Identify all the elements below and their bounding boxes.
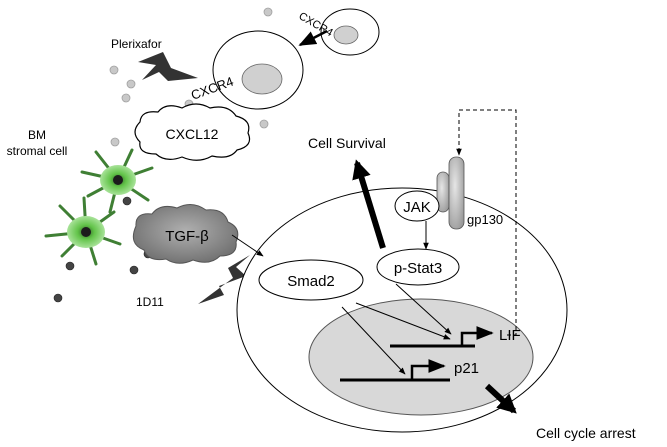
- cell-survival-arrow: [352, 159, 386, 249]
- lif-gene: [390, 326, 494, 348]
- stromal-cell-2: [44, 196, 122, 266]
- p21-label: p21: [454, 360, 479, 377]
- gp130-receptor: [436, 156, 465, 230]
- jak-label: JAK: [403, 199, 431, 216]
- tgf-beta-label: TGF-β: [165, 228, 209, 245]
- cxcl12-label: CXCL12: [166, 126, 219, 142]
- smad2-to-lif-arrow: [355, 302, 451, 340]
- stat3-to-lif-arrow: [395, 283, 452, 335]
- lif-label: LIF: [499, 327, 521, 344]
- p21-gene: [340, 359, 450, 382]
- cell-survival-label: Cell Survival: [308, 135, 386, 151]
- tgf-to-smad2-arrow: [231, 234, 264, 257]
- bm-label: BM: [28, 128, 46, 142]
- smad2-label: Smad2: [287, 273, 335, 290]
- large-cell: [212, 30, 304, 110]
- cell-cycle-arrest-arrow: [484, 383, 517, 414]
- stromal-cell-1: [80, 148, 154, 214]
- cxcr4-label-small: CXCR4: [297, 10, 335, 39]
- p-stat3-label: p-Stat3: [394, 260, 442, 277]
- smad2-to-p21-arrow: [341, 306, 406, 375]
- lightning-bolt-icon: [138, 52, 198, 81]
- transcription-start-arrow-icon: [410, 359, 446, 380]
- cxcl12-cloud: [134, 103, 251, 161]
- p-stat3-node: [376, 248, 460, 286]
- small-cell: [320, 8, 380, 56]
- transcription-start-arrow-icon: [460, 326, 494, 346]
- smad2-node: [258, 259, 364, 301]
- lif-feedback-dashed-arrow: [456, 109, 517, 336]
- cell-cycle-arrest-label: Cell cycle arrest: [536, 425, 636, 441]
- 1d11-label: 1D11: [136, 295, 164, 309]
- gp130-label: gp130: [467, 212, 503, 227]
- plerixafor-label: Plerixafor: [111, 37, 162, 51]
- tgf-beta-cloud: [132, 204, 239, 264]
- stromal-cell-label: stromal cell: [7, 144, 68, 158]
- jak-node: [394, 190, 440, 222]
- small-migration-arrow: [298, 29, 328, 47]
